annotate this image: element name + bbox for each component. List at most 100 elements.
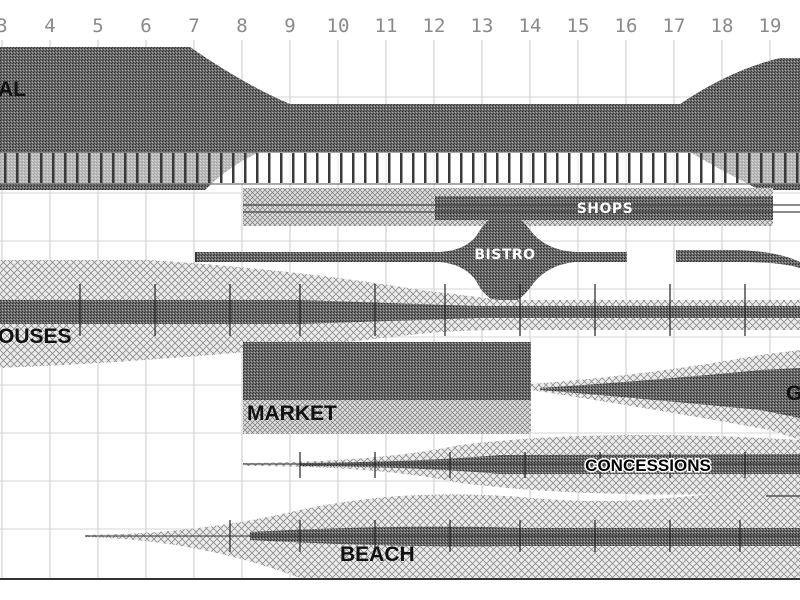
track-tick <box>76 153 79 183</box>
track-tick <box>700 153 703 183</box>
track-tick <box>28 153 31 183</box>
track-tick <box>556 153 559 183</box>
track-tick <box>448 153 451 183</box>
track-tick <box>256 153 259 183</box>
hour-label: 8 <box>236 15 247 37</box>
track-tick <box>364 153 367 183</box>
track-tick <box>412 153 415 183</box>
zone-terminal: AL <box>0 47 800 190</box>
houses-dense-band <box>0 300 800 324</box>
track-tick <box>712 153 715 183</box>
bistro-density-band <box>195 212 627 304</box>
shops-dense-band <box>435 196 773 220</box>
track-tick <box>532 153 535 183</box>
track-tick <box>496 153 499 183</box>
track-tick <box>688 153 691 183</box>
track-tick <box>472 153 475 183</box>
track-tick <box>604 153 607 183</box>
g-dense-band <box>540 368 800 418</box>
track-tick <box>292 153 295 183</box>
track-tick <box>64 153 67 183</box>
zone-label-g: G <box>786 382 800 405</box>
track-tick <box>652 153 655 183</box>
hour-label: 10 <box>327 15 350 37</box>
track-tick <box>112 153 115 183</box>
zone-beach: BEACH <box>85 491 800 578</box>
track-tick <box>736 153 739 183</box>
track-tick <box>40 153 43 183</box>
hour-label: 12 <box>423 15 446 37</box>
hour-label: 17 <box>663 15 686 37</box>
houses-ticks <box>79 284 746 336</box>
hour-label: 9 <box>284 15 295 37</box>
track-tick <box>460 153 463 183</box>
zone-shops: SHOPS <box>243 188 800 226</box>
hour-label: 18 <box>711 15 734 37</box>
track-tick <box>640 153 643 183</box>
concessions-ticks <box>299 452 746 478</box>
track-tick <box>376 153 379 183</box>
zone-label-houses: OUSES <box>0 325 72 348</box>
market-dense-block <box>243 342 531 400</box>
track-tick <box>280 153 283 183</box>
beach-dense-band <box>250 526 800 547</box>
zone-concessions: CONCESSIONS <box>243 435 800 495</box>
track-tick <box>340 153 343 183</box>
hour-label: 19 <box>759 15 782 37</box>
track-tick <box>748 153 751 183</box>
track-tick <box>520 153 523 183</box>
track-tick <box>220 153 223 183</box>
market-hatch-block <box>243 400 531 434</box>
track-tick <box>784 153 787 183</box>
track-tick <box>196 153 199 183</box>
track-tick <box>16 153 19 183</box>
track-tick <box>268 153 271 183</box>
track-tick <box>424 153 427 183</box>
zone-label-market: MARKET <box>247 402 337 425</box>
track-tick <box>124 153 127 183</box>
track-tick <box>796 153 799 183</box>
track-tick <box>664 153 667 183</box>
hour-label: 6 <box>140 15 151 37</box>
track-tick <box>100 153 103 183</box>
track-tick <box>388 153 391 183</box>
zone-label-concessions: CONCESSIONS <box>585 456 711 475</box>
track-tick <box>160 153 163 183</box>
track-tick <box>328 153 331 183</box>
track-tick <box>244 153 247 183</box>
track-tick <box>184 153 187 183</box>
track-tick <box>304 153 307 183</box>
hour-label: 15 <box>567 15 590 37</box>
track-tick <box>592 153 595 183</box>
zone-g: G <box>531 350 800 440</box>
track-tick <box>88 153 91 183</box>
hour-label: 13 <box>471 15 494 37</box>
track-tick <box>580 153 583 183</box>
track-tick <box>52 153 55 183</box>
zone-label-terminal: AL <box>0 78 26 101</box>
track-tick <box>484 153 487 183</box>
hour-label: 16 <box>615 15 638 37</box>
track-tick <box>772 153 775 183</box>
track-tick <box>208 153 211 183</box>
track-tick <box>616 153 619 183</box>
track-tick <box>352 153 355 183</box>
track-tick <box>232 153 235 183</box>
hour-label: 11 <box>375 15 398 37</box>
track-tick <box>4 153 7 183</box>
track-tick <box>544 153 547 183</box>
hour-label: 5 <box>92 15 103 37</box>
track-tick <box>400 153 403 183</box>
hour-label: 7 <box>188 15 199 37</box>
track-tick <box>172 153 175 183</box>
hour-label: 4 <box>44 15 55 37</box>
track-tick <box>436 153 439 183</box>
track-tick <box>760 153 763 183</box>
zone-label-shops: SHOPS <box>577 201 634 217</box>
zone-market: MARKET <box>243 342 531 434</box>
track-tick <box>568 153 571 183</box>
zone-houses: OUSES <box>0 260 800 368</box>
hour-label: 3 <box>0 15 8 37</box>
